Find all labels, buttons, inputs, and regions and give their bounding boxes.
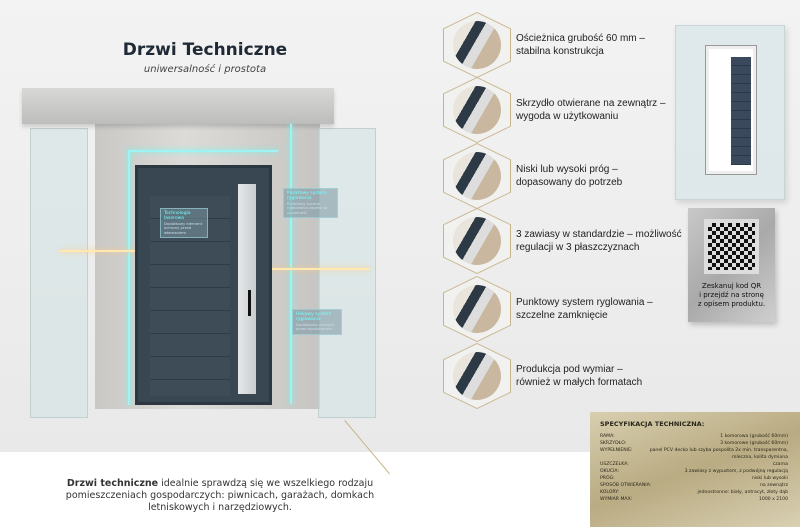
spec-row: RAMA: 1 komorowa (grubość 60mm) <box>600 433 788 440</box>
spec-key: RAMA: <box>600 434 615 439</box>
glass-panel-left <box>30 128 88 418</box>
feature-item: Produkcja pod wymiar –również w małych f… <box>443 343 673 409</box>
spec-key: OKUCIA: <box>600 469 620 474</box>
feature-text: Punktowy system ryglowania –szczelne zam… <box>516 297 653 321</box>
feature-item: Skrzydło otwierane na zewnątrz –wygoda w… <box>443 77 673 143</box>
spec-value: na zewnątrz <box>759 483 788 488</box>
spec-key: SKRZYDŁO: <box>600 441 627 446</box>
feature-photo <box>453 217 501 265</box>
spec-key: KOLORY: <box>600 490 620 495</box>
feature-text: Niski lub wysoki próg –dopasowany do pot… <box>516 164 623 188</box>
feature-photo <box>453 86 501 134</box>
concrete-roof <box>22 88 334 124</box>
spec-key: WYMIAR MAX: <box>600 497 633 502</box>
spec-key: WYPEŁNIENIE: <box>600 448 633 453</box>
feature-photo <box>453 352 501 400</box>
feature-text: Skrzydło otwierane na zewnątrz –wygoda w… <box>516 98 666 122</box>
feature-item: Punktowy system ryglowania –szczelne zam… <box>443 276 673 342</box>
spec-value: 1 komorowa (grubość 60mm) <box>720 434 788 439</box>
feature-text: Ościeżnica grubość 60 mm –stabilna konst… <box>516 33 645 57</box>
spec-key: USZCZELKA: <box>600 462 629 467</box>
spec-value: 3 komorowe (grubość 60mm) <box>720 441 788 446</box>
spec-value: czarna <box>772 462 788 467</box>
spec-value: 1000 x 2100 <box>758 497 788 502</box>
feature-item: Ościeżnica grubość 60 mm –stabilna konst… <box>443 12 673 78</box>
led-line <box>270 268 370 270</box>
door-glass <box>238 184 256 394</box>
spec-row: WYMIAR MAX: 1000 x 2100 <box>600 496 788 503</box>
feature-item: Niski lub wysoki próg –dopasowany do pot… <box>443 143 673 209</box>
feature-photo <box>453 285 501 333</box>
door <box>135 165 272 405</box>
feature-text: Produkcja pod wymiar –również w małych f… <box>516 364 643 388</box>
feature-photo <box>453 21 501 69</box>
spec-plate: SPECYFIKACJA TECHNICZNA: RAMA: 1 komorowa… <box>590 412 800 527</box>
qr-plate: Zeskanuj kod QR i przejdź na stronę z op… <box>688 208 775 322</box>
door-handle <box>248 290 251 316</box>
spec-row: USZCZELKA: czarna <box>600 461 788 468</box>
led-line <box>60 250 140 252</box>
spec-row: WYPEŁNIENIE: panel PCV decko lub szyba po… <box>600 447 788 461</box>
qr-caption: Zeskanuj kod QR i przejdź na stronę z op… <box>697 282 766 308</box>
feature-photo <box>453 152 501 200</box>
spec-value: panel PCV decko lub szyba pospolita 2x m… <box>649 448 788 460</box>
page-title: Drzwi Techniczne <box>122 40 288 60</box>
diagram-door-panel <box>731 57 751 165</box>
spec-value: jednostronne: biały, antracyt, złoty dąb <box>697 490 789 495</box>
description: Drzwi techniczne idealnie sprawdzą się w… <box>65 478 375 513</box>
spec-row: SKRZYDŁO: 3 komorowe (grubość 60mm) <box>600 440 788 447</box>
spec-title: SPECYFIKACJA TECHNICZNA: <box>600 420 705 428</box>
spec-value: 3 zawiasy z wypustem, z podwójną regulac… <box>684 469 788 474</box>
diagram-door-frame <box>705 45 757 175</box>
qr-code[interactable] <box>704 219 759 274</box>
spec-row: OKUCIA: 3 zawiasy z wypustem, z podwójną … <box>600 468 788 475</box>
glass-panel-right <box>318 128 376 418</box>
led-line <box>128 150 130 405</box>
led-line <box>290 124 292 404</box>
spec-key: PRÓG: <box>600 476 615 481</box>
page-subtitle: uniwersalność i prostota <box>143 64 267 75</box>
spec-row: SPOSÓB OTWIERANIA: na zewnątrz <box>600 482 788 489</box>
led-line <box>128 150 278 152</box>
spec-value: niski lub wysoki <box>751 476 788 481</box>
door-dimension-diagram <box>675 25 785 200</box>
spec-key: SPOSÓB OTWIERANIA: <box>600 483 652 488</box>
spec-row: KOLORY: jednostronne: biały, antracyt, zł… <box>600 489 788 496</box>
spec-row: PRÓG: niski lub wysoki <box>600 475 788 482</box>
